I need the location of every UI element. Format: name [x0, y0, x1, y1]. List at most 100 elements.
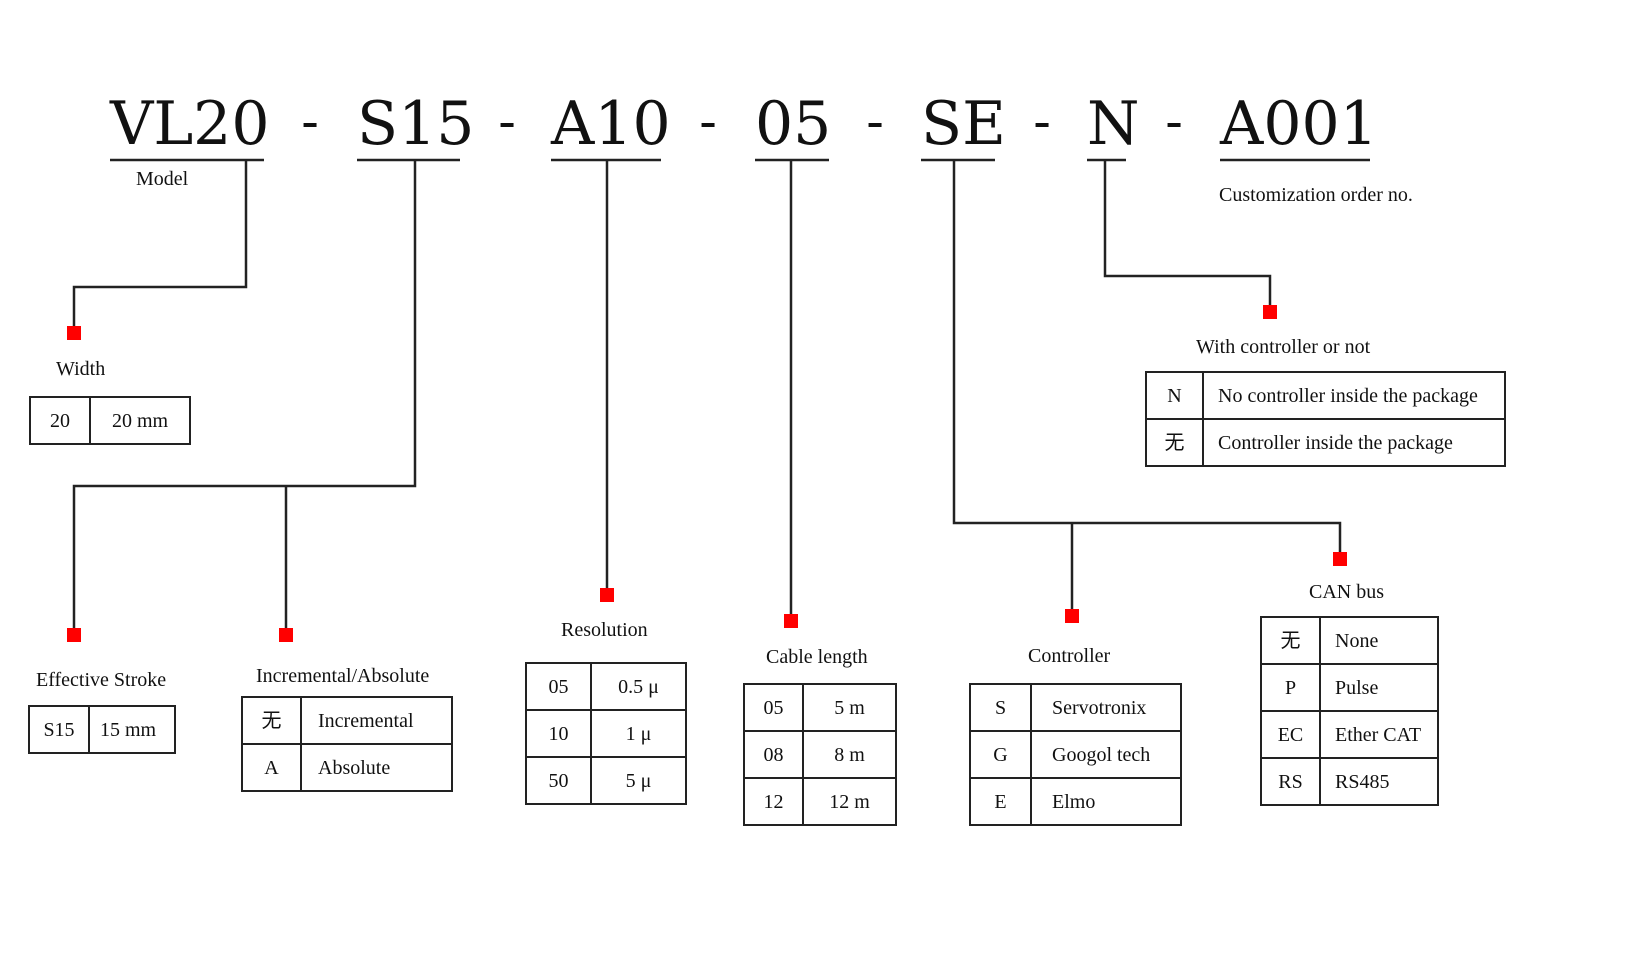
incabs-table: 无 Incremental A Absolute	[241, 696, 453, 792]
option-code: 无	[1260, 616, 1321, 665]
table-row: EC Ether CAT	[1260, 710, 1439, 759]
marker-resolution	[600, 588, 614, 602]
option-code: E	[969, 777, 1032, 826]
option-code: 08	[743, 730, 804, 779]
marker-controller	[1065, 609, 1079, 623]
option-code: G	[969, 730, 1032, 779]
option-desc: 20 mm	[89, 396, 191, 445]
stroke-table: S15 15 mm	[28, 705, 176, 754]
option-code: 10	[525, 709, 592, 758]
table-row: 无 None	[1260, 616, 1439, 665]
order-no-label: Customization order no.	[1219, 184, 1413, 206]
width-title: Width	[56, 358, 106, 380]
table-row: S Servotronix	[969, 683, 1182, 732]
connector-width	[72, 160, 248, 327]
incabs-title: Incremental/Absolute	[256, 665, 430, 687]
option-desc: 8 m	[802, 730, 897, 779]
option-desc: 1 μ	[590, 709, 687, 758]
option-code: 05	[525, 662, 592, 711]
option-code: 50	[525, 756, 592, 805]
connector-stroke	[72, 160, 417, 628]
option-code: P	[1260, 663, 1321, 712]
code-segment-controller: SE	[921, 89, 1006, 159]
code-segment-model: VL20	[110, 89, 270, 159]
marker-withctrl	[1263, 305, 1277, 319]
option-code: S	[969, 683, 1032, 732]
separator: -	[301, 92, 319, 152]
separator: -	[866, 92, 884, 152]
table-row: 50 5 μ	[525, 756, 687, 805]
resolution-table: 05 0.5 μ 10 1 μ 50 5 μ	[525, 662, 687, 805]
option-desc: Controller inside the package	[1202, 418, 1506, 467]
withctrl-title: With controller or not	[1196, 336, 1371, 358]
table-row: S15 15 mm	[28, 705, 176, 754]
table-row: 08 8 m	[743, 730, 897, 779]
table-row: 12 12 m	[743, 777, 897, 826]
option-code: 12	[743, 777, 804, 826]
table-row: RS RS485	[1260, 757, 1439, 806]
code-segment-resolution: A10	[551, 89, 671, 159]
cable-table: 05 5 m 08 8 m 12 12 m	[743, 683, 897, 826]
connector-withctrl	[1103, 160, 1272, 305]
option-code: 无	[241, 696, 302, 745]
option-code: EC	[1260, 710, 1321, 759]
resolution-title: Resolution	[561, 619, 648, 641]
canbus-title: CAN bus	[1309, 581, 1385, 603]
option-code: RS	[1260, 757, 1321, 806]
option-code: A	[241, 743, 302, 792]
option-code: 05	[743, 683, 804, 732]
canbus-table: 无 None P Pulse EC Ether CAT RS RS485	[1260, 616, 1439, 806]
table-row: 无 Incremental	[241, 696, 453, 745]
table-row: P Pulse	[1260, 663, 1439, 712]
option-desc: 5 μ	[590, 756, 687, 805]
separator: -	[498, 92, 516, 152]
separator: -	[699, 92, 717, 152]
marker-width	[67, 326, 81, 340]
model-label: Model	[136, 168, 189, 190]
marker-incabs	[279, 628, 293, 642]
option-code: N	[1145, 371, 1204, 420]
option-desc: Ether CAT	[1319, 710, 1439, 759]
table-row: 05 0.5 μ	[525, 662, 687, 711]
code-segment-cable: 05	[755, 89, 832, 159]
separator: -	[1033, 92, 1051, 152]
marker-cable	[784, 614, 798, 628]
option-desc: No controller inside the package	[1202, 371, 1506, 420]
marker-stroke	[67, 628, 81, 642]
stroke-title: Effective Stroke	[36, 669, 167, 691]
option-desc: 5 m	[802, 683, 897, 732]
option-desc: Elmo	[1030, 777, 1182, 826]
option-code: 无	[1145, 418, 1204, 467]
table-row: 05 5 m	[743, 683, 897, 732]
controller-table: S Servotronix G Googol tech E Elmo	[969, 683, 1182, 826]
option-desc: 15 mm	[88, 705, 176, 754]
option-desc: Absolute	[300, 743, 453, 792]
table-row: N No controller inside the package	[1145, 371, 1506, 420]
option-desc: None	[1319, 616, 1439, 665]
option-desc: Servotronix	[1030, 683, 1182, 732]
option-code: S15	[28, 705, 90, 754]
separator: -	[1165, 92, 1183, 152]
table-row: 10 1 μ	[525, 709, 687, 758]
connector-controller	[952, 160, 1342, 552]
option-code: 20	[29, 396, 91, 445]
marker-canbus	[1333, 552, 1347, 566]
table-row: 20 20 mm	[29, 396, 191, 445]
code-segment-withctrl: N	[1087, 89, 1140, 159]
option-desc: RS485	[1319, 757, 1439, 806]
width-table: 20 20 mm	[29, 396, 191, 445]
cable-title: Cable length	[766, 646, 868, 668]
option-desc: 0.5 μ	[590, 662, 687, 711]
table-row: 无 Controller inside the package	[1145, 418, 1506, 467]
option-desc: Pulse	[1319, 663, 1439, 712]
option-desc: 12 m	[802, 777, 897, 826]
code-segment-stroke: S15	[357, 89, 475, 159]
table-row: E Elmo	[969, 777, 1182, 826]
option-desc: Googol tech	[1030, 730, 1182, 779]
table-row: G Googol tech	[969, 730, 1182, 779]
withctrl-table: N No controller inside the package 无 Con…	[1145, 371, 1506, 467]
code-segment-order: A001	[1220, 89, 1378, 159]
controller-title: Controller	[1028, 645, 1111, 667]
